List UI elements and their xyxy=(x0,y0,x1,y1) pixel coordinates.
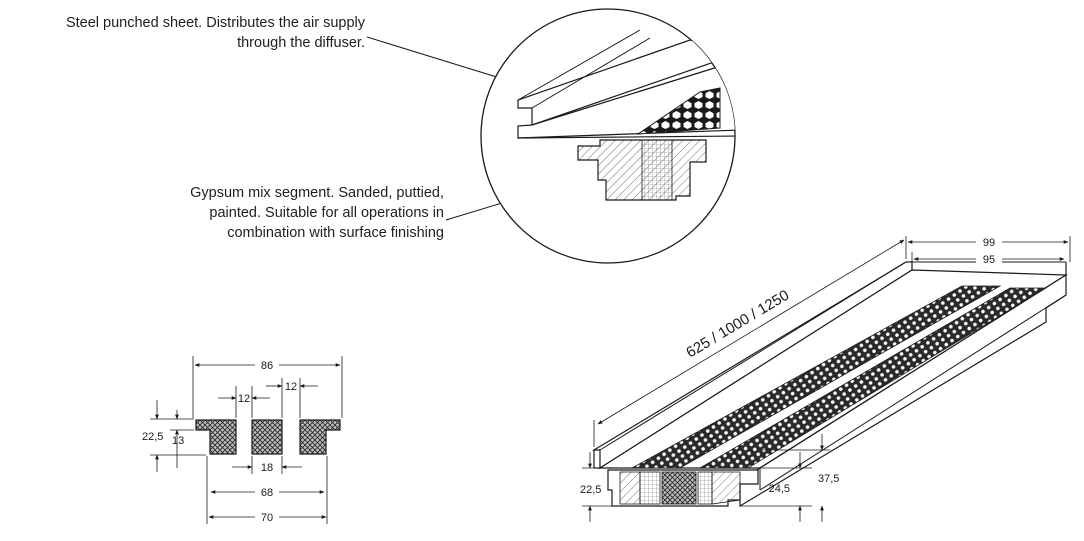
dim-width-outer: 99 xyxy=(983,237,995,249)
dim-height-right: 37,5 xyxy=(818,473,839,485)
caption-line: through the diffuser. xyxy=(237,35,365,51)
dim-overall: 86 xyxy=(261,360,273,372)
caption-line: combination with surface finishing xyxy=(227,225,444,241)
dim-height-mid: 24,5 xyxy=(769,483,790,495)
detail-magnifier xyxy=(480,8,736,264)
profile-left xyxy=(195,419,237,455)
dim-outer: 70 xyxy=(261,512,273,524)
cross-section: 86 12 12 22,5 13 18 68 70 xyxy=(142,356,343,524)
profile-center xyxy=(251,419,283,455)
caption-line: painted. Suitable for all operations in xyxy=(209,205,444,221)
profile-right xyxy=(299,419,341,455)
punched-sheet-caption: Steel punched sheet. Distributes the air… xyxy=(14,13,365,53)
caption-line: Steel punched sheet. Distributes the air… xyxy=(65,15,365,31)
dim-inner: 68 xyxy=(261,487,273,499)
dim-height-left: 22,5 xyxy=(580,484,601,496)
isometric-diffuser: 625 / 1000 / 1250 99 95 22,5 24,5 37,5 xyxy=(580,235,1071,522)
dim-width-inner: 95 xyxy=(983,254,995,266)
gypsum-segment-caption: Gypsum mix segment. Sanded, puttied, pai… xyxy=(130,183,444,243)
dim-center: 18 xyxy=(261,462,273,474)
dim-flange-height: 13 xyxy=(172,435,184,447)
caption-line: Gypsum mix segment. Sanded, puttied, xyxy=(190,185,444,201)
dim-slot-left: 12 xyxy=(238,393,250,405)
dim-total-height: 22,5 xyxy=(142,431,163,443)
dim-slot-right: 12 xyxy=(285,381,297,393)
